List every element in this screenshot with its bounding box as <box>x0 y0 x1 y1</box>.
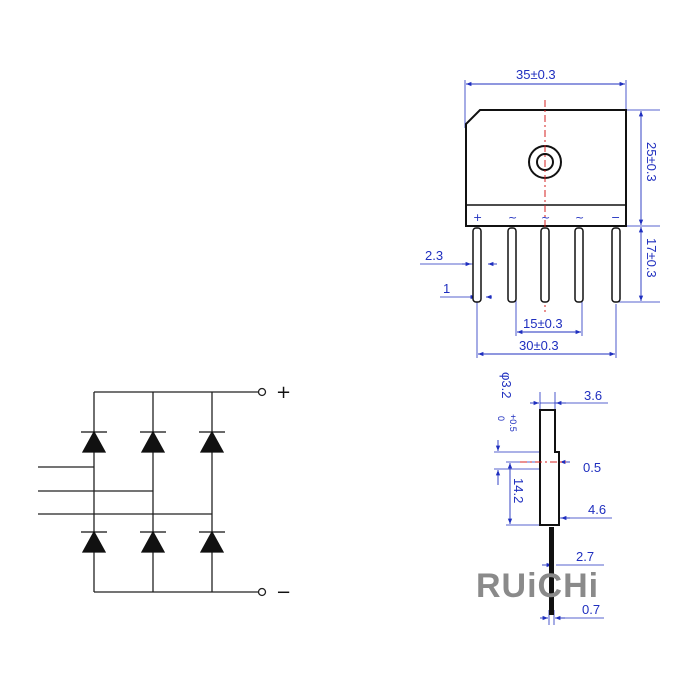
dim-width: 35±0.3 <box>516 67 556 82</box>
dim-body-width: 4.6 <box>588 502 606 517</box>
plus-label: + <box>276 382 291 403</box>
dim-body-height: 25±0.3 <box>644 142 659 182</box>
dim-lead-offset: 2.7 <box>576 549 594 564</box>
pin-mark-3: ~ <box>541 211 550 224</box>
side-view: φ3.2 +0.5 0 3.6 0.5 14.2 4.6 2.7 0.7 <box>494 372 612 625</box>
dim-lead-length: 17±0.3 <box>644 238 659 278</box>
pin-mark-4: ~ <box>575 211 584 224</box>
lead-minus <box>611 227 621 303</box>
side-lead <box>549 527 554 615</box>
lead-ac-2 <box>540 227 550 303</box>
diode-lower-1 <box>81 530 107 553</box>
top-view: + ~ ~ ~ − 35±0.3 25±0.3 17±0.3 2.3 1 15±… <box>420 67 660 358</box>
lead-ac-1 <box>507 227 517 303</box>
minus-terminal <box>257 587 267 597</box>
dim-hole-height: 14.2 <box>511 478 526 503</box>
side-view-dimension-lines <box>495 400 570 621</box>
side-body-outline <box>539 409 560 526</box>
diode-lower-2 <box>140 530 166 553</box>
dim-lead-width: 2.3 <box>425 248 443 263</box>
minus-label: − <box>276 582 291 603</box>
diodes <box>81 430 225 553</box>
dim-thickness: 3.6 <box>584 388 602 403</box>
dim-span: 30±0.3 <box>519 338 559 353</box>
dim-hole: φ3.2 <box>499 372 514 399</box>
dim-lead-tip: 1 <box>443 281 450 296</box>
diode-lower-3 <box>199 530 225 553</box>
pin-mark-2: ~ <box>508 211 517 224</box>
top-view-dimension-lines <box>462 81 644 357</box>
bridge-body-outline <box>465 109 627 227</box>
lead-ac-3 <box>574 227 584 303</box>
diode-upper-2 <box>140 430 166 453</box>
brand-logo: RUiCHi <box>476 567 599 605</box>
pin-mark-5: − <box>611 211 620 224</box>
bridge-schematic <box>38 387 267 597</box>
dim-hole-tol-upper: +0.5 <box>508 414 518 432</box>
lead-plus <box>472 227 482 303</box>
dim-hole-tol-lower: 0 <box>496 416 506 421</box>
plus-terminal <box>257 387 267 397</box>
dim-lead-thickness: 0.7 <box>582 602 600 617</box>
diode-upper-1 <box>81 430 107 453</box>
dim-step: 0.5 <box>583 460 601 475</box>
dim-pitch: 15±0.3 <box>523 316 563 331</box>
pin-mark-1: + <box>473 211 482 224</box>
leads <box>472 227 621 303</box>
diode-upper-3 <box>199 430 225 453</box>
